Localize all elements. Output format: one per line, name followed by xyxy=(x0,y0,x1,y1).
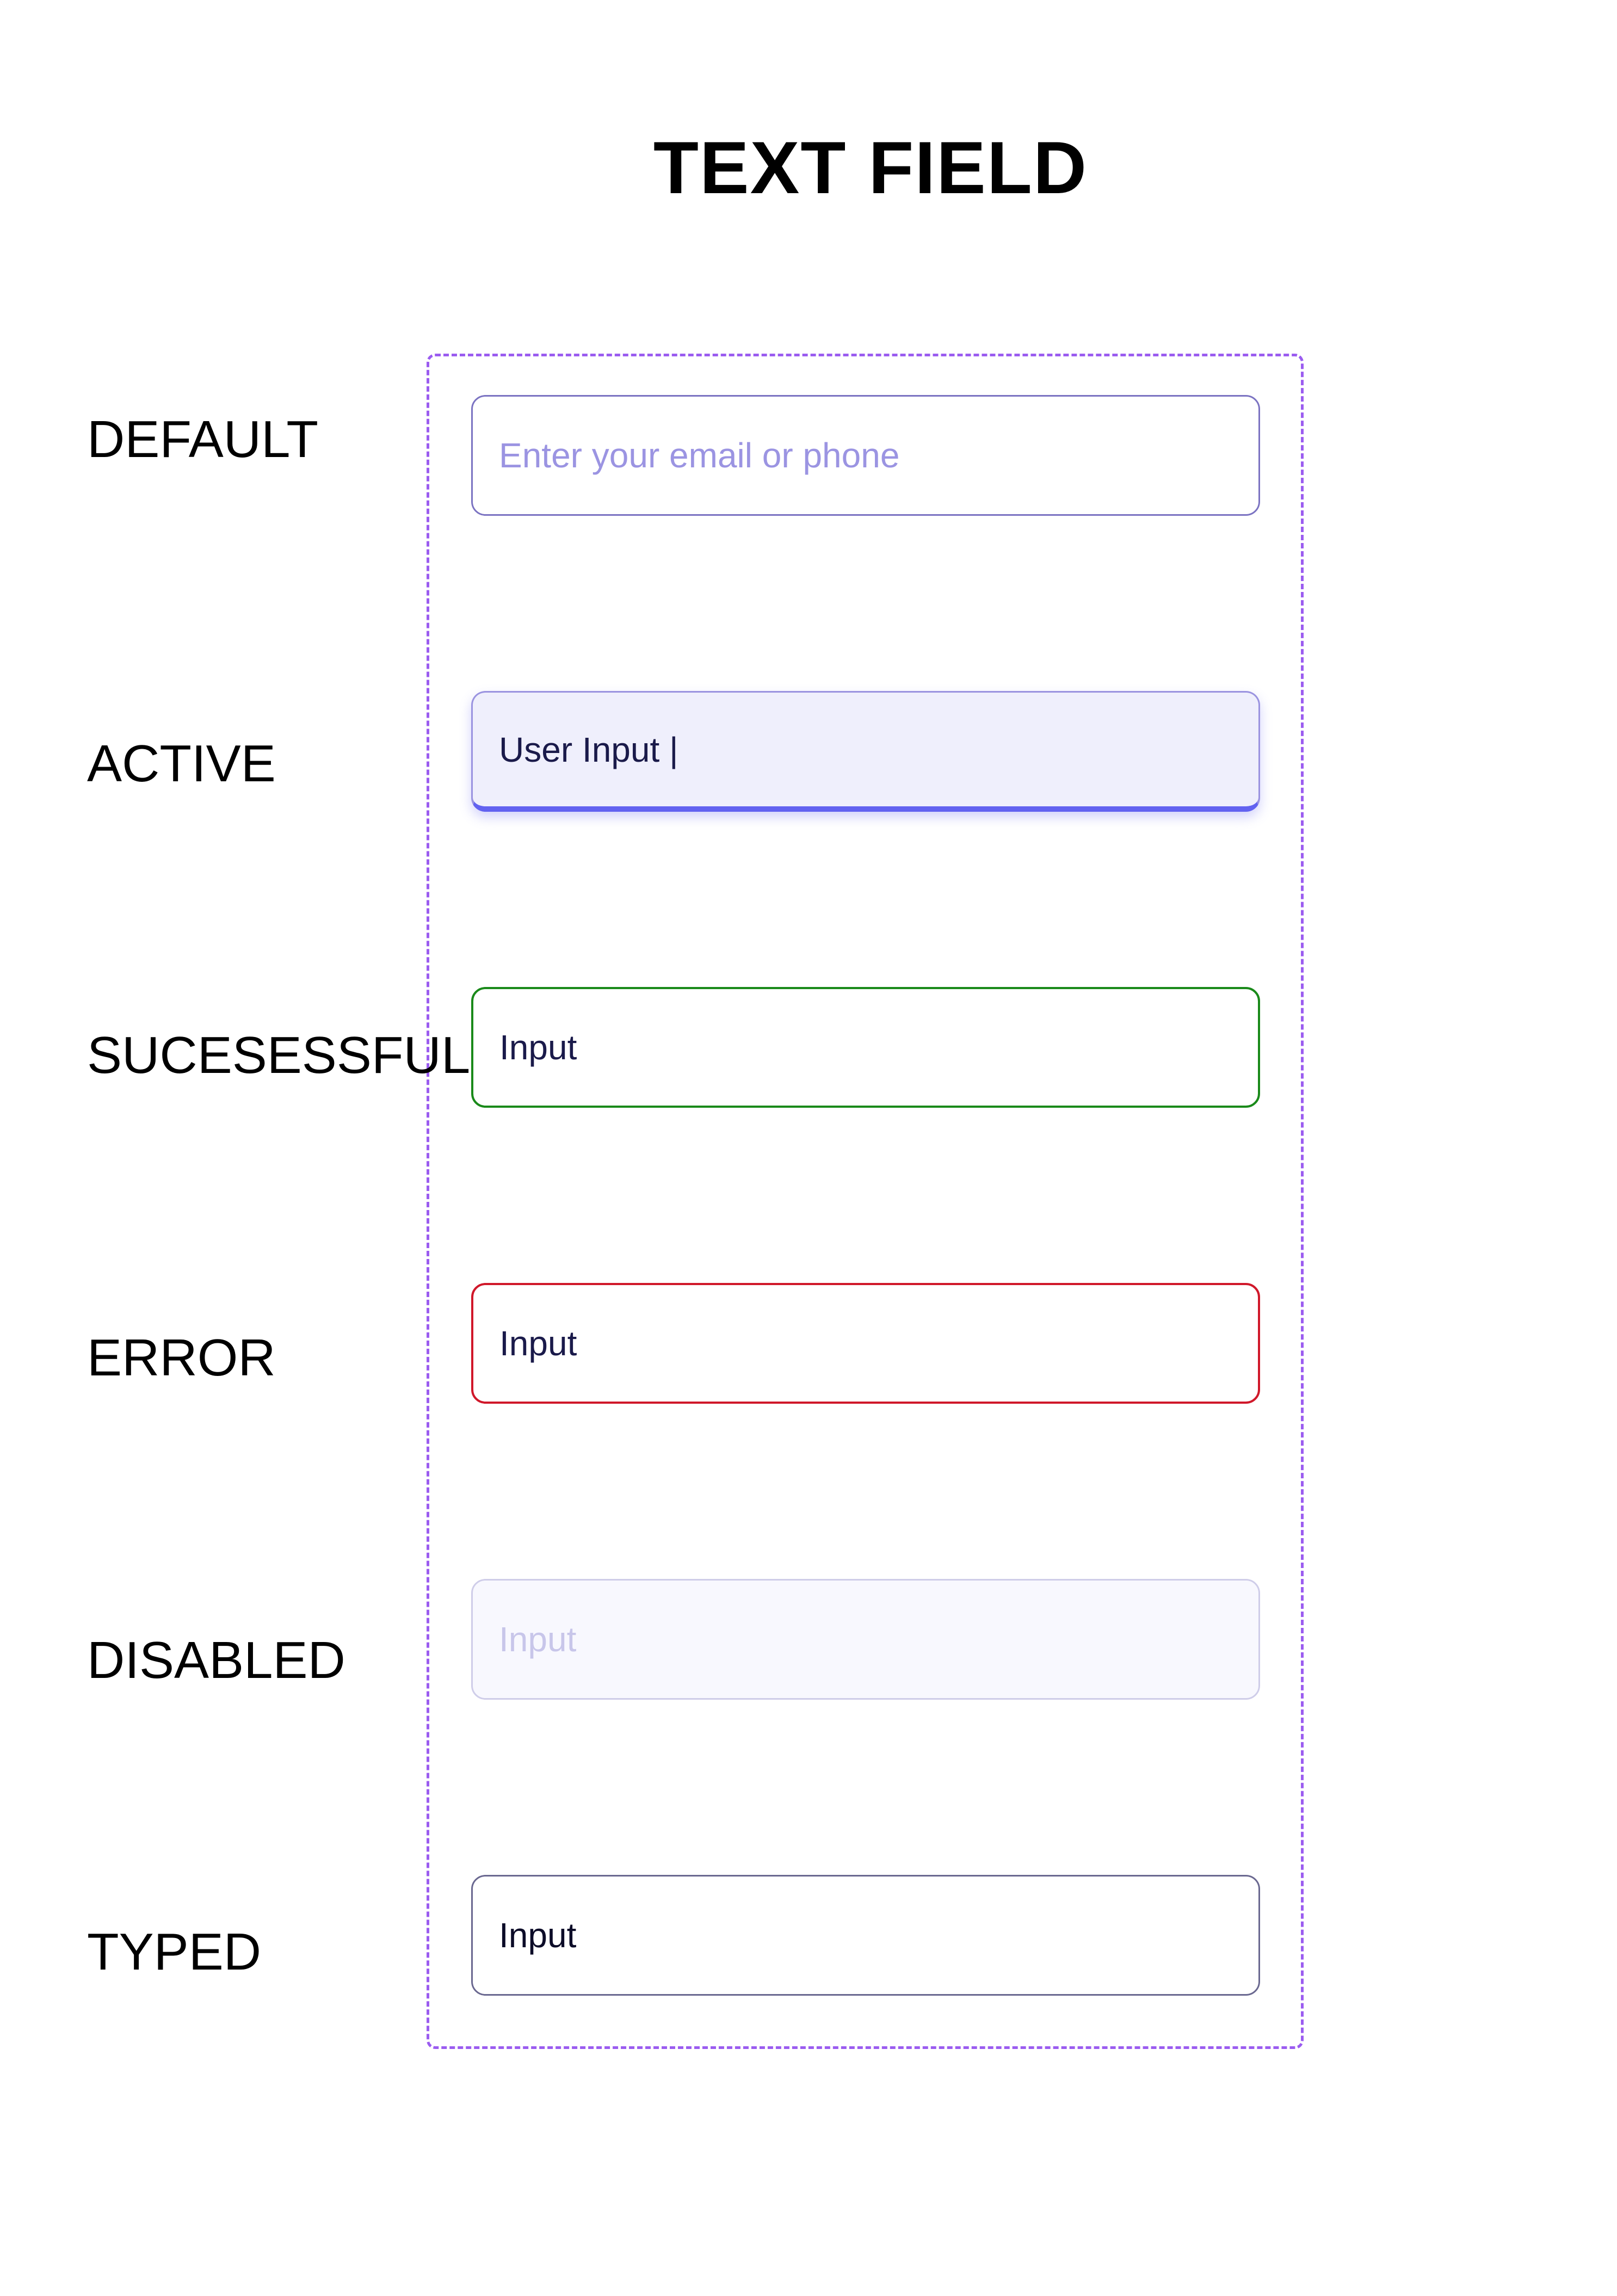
text-field-placeholder: Enter your email or phone xyxy=(499,436,900,475)
text-field-value: Input xyxy=(499,1028,577,1067)
text-field-value: Input xyxy=(499,1620,577,1659)
component-frame xyxy=(427,354,1304,2049)
text-field-active[interactable]: User Input | xyxy=(471,691,1260,812)
state-label-active: ACTIVE xyxy=(87,735,276,793)
text-field-disabled: Input xyxy=(471,1579,1260,1700)
text-field-value: User Input | xyxy=(499,730,678,769)
text-field-default[interactable]: Enter your email or phone xyxy=(471,395,1260,516)
page-title: TEXT FIELD xyxy=(653,126,1088,209)
text-field-value: Input xyxy=(499,1324,577,1363)
text-field-error[interactable]: Input xyxy=(471,1283,1260,1404)
text-field-success[interactable]: Input xyxy=(471,987,1260,1108)
state-label-success: SUCESESSFUL xyxy=(87,1026,471,1084)
state-label-default: DEFAULT xyxy=(87,410,318,468)
state-label-typed: TYPED xyxy=(87,1923,262,1981)
text-field-typed[interactable]: Input xyxy=(471,1875,1260,1996)
text-field-value: Input xyxy=(499,1916,577,1955)
state-label-disabled: DISABLED xyxy=(87,1631,345,1689)
state-label-error: ERROR xyxy=(87,1329,276,1387)
